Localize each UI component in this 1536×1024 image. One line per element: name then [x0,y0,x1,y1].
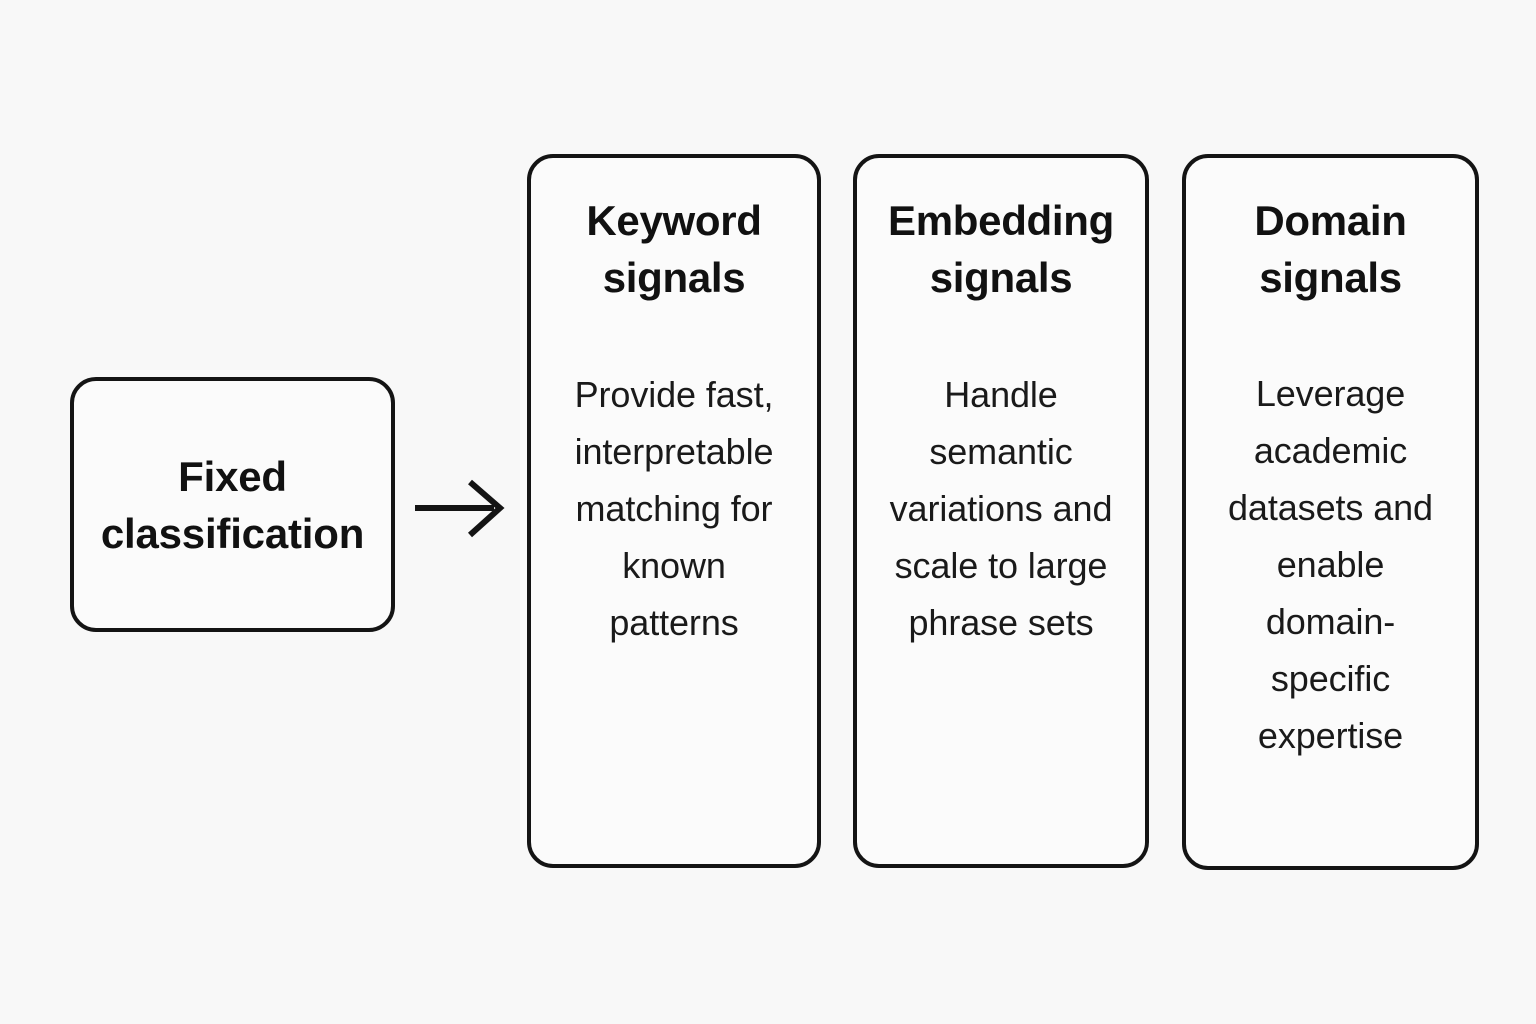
signal-card-title-line-1: Domain [1254,197,1407,244]
signal-card-title-line-2: signals [929,254,1073,301]
signal-card-title: Keyword signals [586,192,762,306]
signal-card-body: Provide fast, interpretable matching for… [574,374,774,643]
source-node-fixed-classification[interactable]: Fixed classification [70,377,395,632]
signal-card-keyword[interactable]: Keyword signals Provide fast, interpreta… [527,154,821,868]
source-node-label-line-2: classification [100,509,365,557]
signal-card-domain[interactable]: Domain signals Leverage academic dataset… [1182,154,1479,870]
signal-card-title-line-2: signals [602,254,746,301]
source-node-label: Fixed classification [87,448,378,562]
source-node-label-line-1: Fixed [178,452,287,500]
arrow-right-icon [410,470,510,550]
signal-card-embedding[interactable]: Embedding signals Handle semantic variat… [853,154,1149,868]
signal-card-title-line-2: signals [1259,254,1402,301]
signal-card-title: Embedding signals [888,192,1114,306]
signal-card-title-line-1: Keyword [586,197,762,244]
signal-card-body: Handle semantic variations and scale to … [889,374,1113,643]
signal-card-title: Domain signals [1254,192,1407,306]
signal-card-body: Leverage academic datasets and enable do… [1228,373,1433,756]
signal-card-title-line-1: Embedding [888,197,1114,244]
